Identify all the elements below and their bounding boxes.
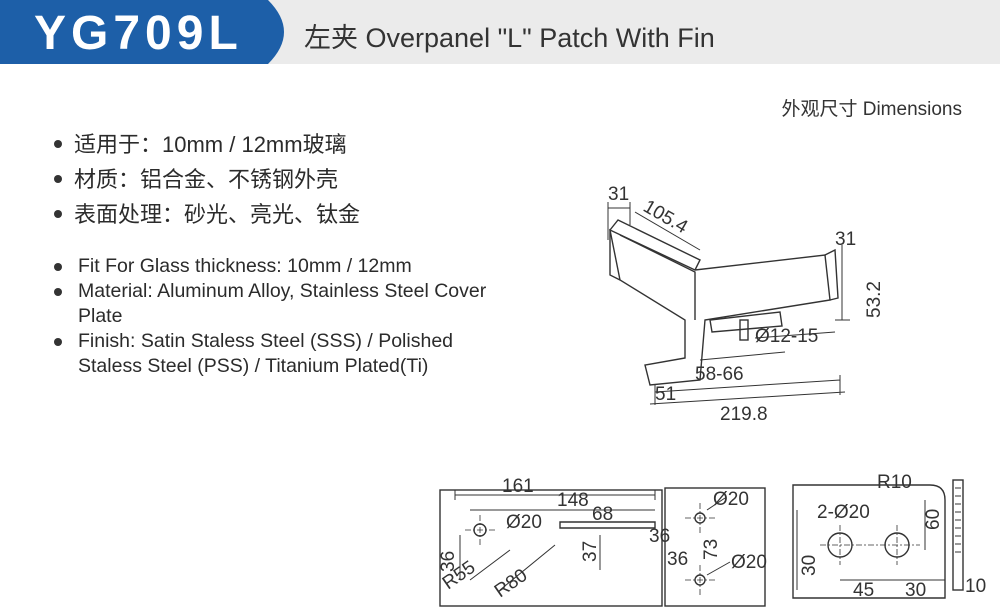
fin-hatch [955, 487, 961, 553]
iso-dim-line [649, 375, 846, 405]
model-badge: YG709L [0, 0, 300, 64]
iso-right-edge [824, 248, 839, 301]
side-label: 68 [592, 504, 613, 525]
side-label: 36 [438, 551, 459, 572]
front-label: 73 [701, 539, 722, 560]
spec-en-text: Fit For Glass thickness: 10mm / 12mm [78, 255, 412, 277]
spec-en-item: Finish: Satin Staless Steel (SSS) / Poli… [54, 329, 514, 379]
front-centerline [685, 503, 715, 595]
front-label: Ø20 [731, 552, 767, 573]
front-view-drawing: Ø20 36 36 73 Ø20 [649, 487, 767, 607]
iso-inner-edge [619, 234, 696, 320]
side-view-drawing: 161 148 68 Ø20 36 37 R55 R80 [438, 476, 663, 607]
iso-dim-line [754, 331, 836, 339]
iso-label: 53.2 [864, 281, 885, 318]
side-outline [439, 489, 663, 607]
fin-label: 30 [799, 555, 820, 576]
iso-label: 51 [655, 384, 676, 405]
bullet-icon [54, 263, 62, 271]
model-badge-shape [0, 0, 284, 64]
spec-en-item: Material: Aluminum Alloy, Stainless Stee… [54, 279, 514, 329]
spec-cn-item: 材质：铝合金、不锈钢外壳 [54, 162, 360, 197]
fin-label: 2-Ø20 [817, 502, 870, 523]
spec-cn-text: 适用于：10mm / 12mm玻璃 [74, 132, 347, 157]
fin-view-drawing: R10 2-Ø20 60 30 45 30 10 [792, 472, 986, 601]
model-code: YG709L [34, 7, 243, 60]
fin-label: 10 [965, 576, 986, 597]
fin-centerline [820, 525, 920, 565]
iso-dim-line [634, 211, 701, 251]
side-label: 148 [557, 490, 589, 511]
fin-outline [792, 484, 946, 599]
fin-label: 60 [923, 509, 944, 530]
fin-label: R10 [877, 472, 912, 493]
front-label: 36 [649, 526, 670, 547]
spec-cn-item: 适用于：10mm / 12mm玻璃 [54, 127, 360, 162]
iso-label: 219.8 [720, 404, 768, 425]
front-label: Ø20 [713, 489, 749, 510]
spec-cn-item: 表面处理：砂光、亮光、钛金 [54, 197, 360, 232]
front-leader-line [706, 497, 731, 576]
side-slot [559, 521, 656, 529]
iso-bolt [739, 319, 749, 341]
side-label: 161 [502, 476, 534, 497]
bullet-icon [54, 338, 62, 346]
header-bar: YG709L 左夹 Overpanel "L" Patch With Fin [0, 0, 1000, 64]
dimensions-label: 外观尺寸 Dimensions [781, 99, 962, 120]
specs-english-list: Fit For Glass thickness: 10mm / 12mm Mat… [54, 254, 514, 379]
fin-side-profile [952, 479, 964, 591]
iso-left-edge [609, 230, 621, 281]
side-dim-line [454, 490, 656, 500]
iso-label: Ø12-15 [755, 326, 818, 347]
fin-label: 30 [905, 580, 926, 601]
bullet-icon [54, 140, 62, 148]
spec-en-item: Fit For Glass thickness: 10mm / 12mm [54, 254, 514, 279]
side-centerline [465, 515, 495, 545]
iso-dim-line [699, 351, 786, 361]
spec-cn-text: 表面处理：砂光、亮光、钛金 [74, 202, 361, 227]
bullet-icon [54, 210, 62, 218]
spec-en-text: Finish: Satin Staless Steel (SSS) / Poli… [78, 330, 454, 377]
iso-slot [709, 311, 783, 333]
iso-top-edge [609, 219, 701, 271]
spec-cn-text: 材质：铝合金、不锈钢外壳 [74, 167, 339, 192]
isometric-drawing: 31 105.4 31 53.2 Ø12-15 58-66 51 219.8 [607, 184, 885, 425]
iso-label: 31 [608, 184, 629, 205]
bullet-icon [54, 175, 62, 183]
product-title: 左夹 Overpanel "L" Patch With Fin [304, 23, 715, 53]
side-label: 37 [580, 541, 601, 562]
specs-chinese-list: 适用于：10mm / 12mm玻璃 材质：铝合金、不锈钢外壳 表面处理：砂光、亮… [54, 127, 360, 232]
fin-dim-line [796, 500, 945, 590]
iso-label: 105.4 [640, 196, 692, 238]
front-outline [664, 487, 766, 607]
bullet-icon [54, 288, 62, 296]
spec-en-text: Material: Aluminum Alloy, Stainless Stee… [78, 280, 487, 327]
side-label: Ø20 [506, 512, 542, 533]
fin-label: 45 [853, 580, 874, 601]
iso-dim-line [607, 202, 631, 240]
side-label: R80 [491, 565, 532, 602]
iso-label: 31 [835, 229, 856, 250]
iso-body-outline [609, 228, 831, 386]
iso-label: 58-66 [695, 364, 744, 385]
iso-dim-line [835, 245, 850, 321]
front-label: 36 [667, 549, 688, 570]
side-radius-line [469, 544, 556, 591]
